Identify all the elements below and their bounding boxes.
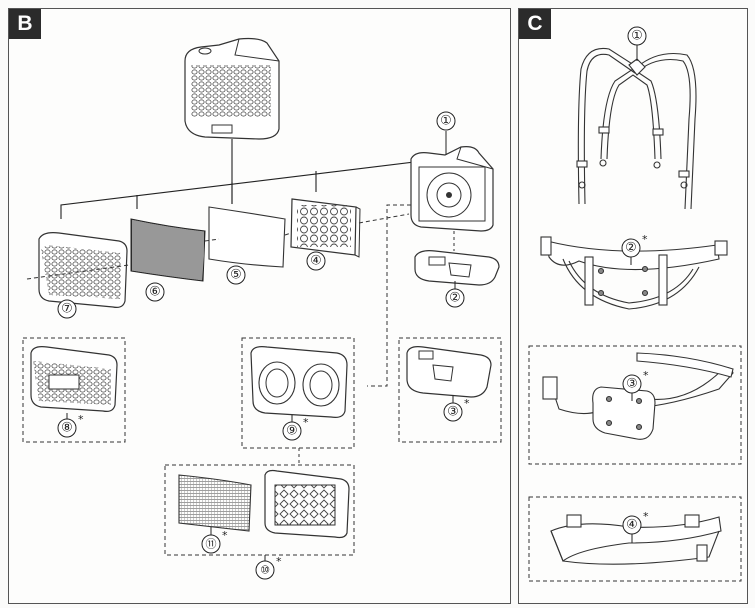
svg-text:*: * bbox=[464, 397, 470, 410]
callout-8: ⑧* bbox=[57, 413, 84, 438]
callout-10: ⑩* bbox=[255, 555, 282, 580]
svg-text:②: ② bbox=[449, 291, 461, 306]
panel-c-tag: C bbox=[519, 9, 551, 39]
panel-b-tag: B bbox=[9, 9, 41, 39]
svg-text:⑧: ⑧ bbox=[61, 421, 73, 436]
spark-arrestor bbox=[208, 206, 286, 268]
svg-text:*: * bbox=[303, 416, 309, 429]
filter-cassette-box bbox=[164, 464, 355, 556]
assembly-axis bbox=[26, 213, 410, 280]
callout-c-2: ②* bbox=[621, 233, 648, 258]
svg-text:⑥: ⑥ bbox=[149, 285, 161, 300]
callout-5: ⑤ bbox=[226, 265, 246, 285]
callout-1: ① bbox=[436, 111, 456, 131]
filter bbox=[290, 198, 361, 258]
svg-text:⑦: ⑦ bbox=[61, 302, 73, 317]
front-cover-alt bbox=[30, 346, 118, 412]
callout-6: ⑥ bbox=[145, 282, 165, 302]
shoulder-harness bbox=[576, 47, 697, 210]
battery bbox=[414, 250, 500, 286]
callout-c-3: ③* bbox=[622, 369, 649, 394]
dual-filter-cover bbox=[250, 346, 348, 418]
svg-text:①: ① bbox=[631, 29, 643, 44]
svg-text:②: ② bbox=[625, 241, 637, 256]
callout-c-1: ① bbox=[627, 26, 647, 46]
svg-text:*: * bbox=[642, 233, 648, 246]
comfort-belt bbox=[542, 352, 734, 440]
panel-c-diagram: ① ②* ③* ④* bbox=[528, 26, 742, 582]
svg-text:⑩: ⑩ bbox=[260, 564, 270, 577]
svg-text:⑪: ⑪ bbox=[206, 538, 217, 551]
standard-belt-box bbox=[528, 496, 742, 582]
front-cover bbox=[38, 232, 128, 308]
svg-text:*: * bbox=[643, 510, 649, 523]
callout-4: ④ bbox=[306, 251, 326, 271]
svg-text:*: * bbox=[78, 413, 84, 426]
pre-filter bbox=[130, 218, 206, 282]
battery-alt-box bbox=[398, 337, 502, 443]
svg-text:③: ③ bbox=[626, 377, 638, 392]
filter-cassette bbox=[264, 469, 350, 539]
dual-filter-cover-box bbox=[241, 337, 355, 449]
svg-text:⑤: ⑤ bbox=[230, 268, 242, 283]
front-cover-alt-box bbox=[22, 337, 126, 443]
callout-7: ⑦ bbox=[57, 299, 77, 319]
blower-unit bbox=[410, 146, 494, 232]
svg-text:④: ④ bbox=[626, 518, 638, 533]
panel-b: B bbox=[8, 8, 511, 604]
svg-text:*: * bbox=[222, 529, 228, 542]
panel-b-diagram: ① ② ③* ④ ⑤ ⑥ ⑦ ⑧* ⑨* ⑩* ⑪* bbox=[22, 37, 502, 580]
comfort-belt-box bbox=[528, 345, 742, 465]
svg-text:③: ③ bbox=[447, 405, 459, 420]
panel-c: C bbox=[518, 8, 748, 604]
battery-alt bbox=[406, 346, 492, 398]
assembly-tree-lines bbox=[60, 139, 440, 219]
callout-2: ② bbox=[445, 288, 465, 308]
standard-belt bbox=[550, 514, 722, 565]
callout-9: ⑨* bbox=[282, 416, 309, 441]
svg-text:①: ① bbox=[440, 114, 452, 129]
callout-11: ⑪* bbox=[201, 529, 228, 554]
svg-text:*: * bbox=[276, 555, 282, 568]
svg-text:④: ④ bbox=[310, 254, 322, 269]
svg-text:⑨: ⑨ bbox=[286, 424, 298, 439]
cassette-filter-pad bbox=[178, 474, 252, 532]
assembled-unit bbox=[184, 37, 280, 140]
callout-3: ③* bbox=[443, 397, 470, 422]
svg-text:*: * bbox=[643, 369, 649, 382]
callout-c-4: ④* bbox=[622, 510, 649, 535]
